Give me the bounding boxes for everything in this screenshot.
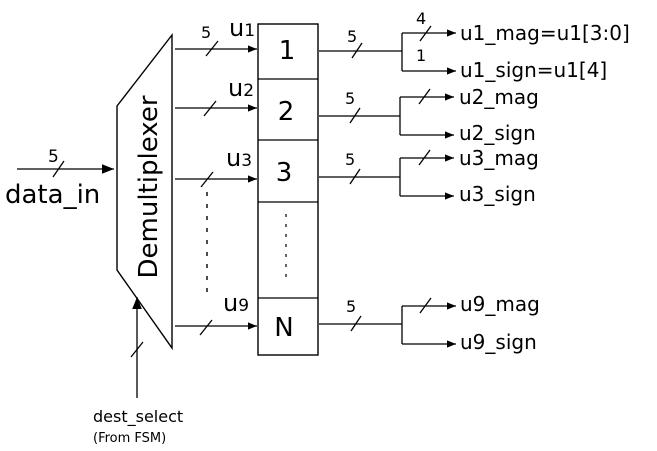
out3-bus-slash bbox=[349, 168, 361, 185]
data-in-bus-slash bbox=[52, 160, 65, 178]
u3-name-sub: 3 bbox=[241, 151, 252, 171]
demultiplexer-label: Demultiplexer bbox=[134, 95, 164, 278]
dest-select-label: dest_select bbox=[93, 407, 183, 427]
out2-bus-slash bbox=[349, 107, 361, 124]
out9-width: 5 bbox=[346, 297, 356, 316]
register-cell-n: N bbox=[274, 313, 293, 343]
out3-mag-slash bbox=[418, 149, 431, 166]
u1-name: u1 bbox=[229, 14, 255, 42]
out1-sign-width: 1 bbox=[416, 46, 426, 65]
out1-width: 5 bbox=[347, 27, 357, 46]
register-cell-3: 3 bbox=[276, 158, 293, 188]
out9-bus-slash bbox=[350, 315, 362, 332]
out1-sign-label: u1_sign=u1[4] bbox=[460, 58, 607, 82]
register-cell-2: 2 bbox=[278, 97, 295, 127]
out3-mag-label: u3_mag bbox=[459, 146, 539, 170]
register-block bbox=[257, 23, 319, 356]
out2-mag-label: u2_mag bbox=[459, 85, 539, 109]
u3-name-base: u bbox=[226, 144, 241, 172]
u9-name: u9 bbox=[223, 289, 249, 317]
u1-name-sub: 1 bbox=[244, 21, 255, 41]
u2-name: u2 bbox=[228, 74, 254, 102]
u1-bus-slash bbox=[205, 40, 219, 57]
out9-mag-slash bbox=[419, 297, 432, 314]
out1-mag-label: u1_mag=u1[3:0] bbox=[460, 21, 630, 45]
u9-bus-slash bbox=[199, 319, 213, 336]
out1-mag-width: 4 bbox=[416, 9, 426, 28]
out2-width: 5 bbox=[345, 89, 355, 108]
u3-bus-slash bbox=[200, 171, 214, 188]
out9-mag-label: u9_mag bbox=[460, 292, 540, 316]
u9-name-base: u bbox=[223, 289, 238, 317]
out2-mag-slash bbox=[418, 88, 431, 105]
out2-sign-label: u2_sign bbox=[459, 121, 536, 145]
out9-sign-label: u9_sign bbox=[460, 330, 537, 354]
dest-select-note: (From FSM) bbox=[93, 431, 166, 446]
out3-sign-label: u3_sign bbox=[459, 182, 536, 206]
u3-name: u3 bbox=[226, 144, 252, 172]
out1-mag-slash bbox=[419, 25, 432, 42]
u9-name-sub: 9 bbox=[238, 296, 249, 316]
data-in-label: data_in bbox=[5, 180, 100, 210]
dest-select-bus-slash bbox=[130, 341, 144, 358]
demultiplexer-block bbox=[116, 32, 173, 351]
out3-width: 5 bbox=[345, 150, 355, 169]
register-cell-1: 1 bbox=[279, 36, 296, 66]
u2-bus-slash bbox=[203, 100, 217, 117]
out1-bus-slash bbox=[351, 42, 363, 59]
u2-name-base: u bbox=[228, 74, 243, 102]
u2-name-sub: 2 bbox=[243, 81, 254, 101]
u1-name-base: u bbox=[229, 14, 244, 42]
demux-out-width: 5 bbox=[201, 23, 211, 42]
data-in-width: 5 bbox=[48, 147, 59, 167]
